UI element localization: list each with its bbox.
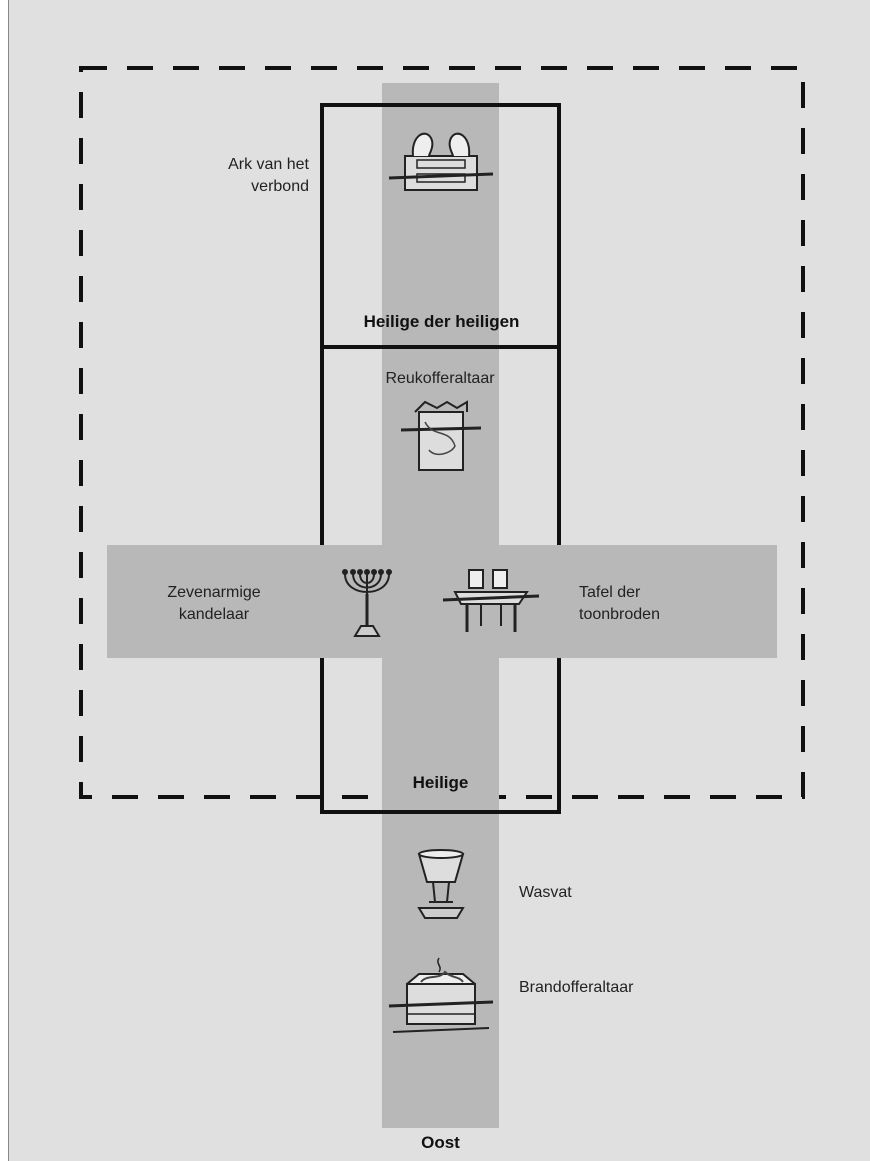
showbread-table-label: Tafel der toonbroden <box>579 584 660 623</box>
holy-place-label: Heilige <box>412 773 469 792</box>
tabernacle-diagram: Ark van het verbond Heilige der heiligen… <box>8 0 870 1161</box>
ark-icon <box>385 118 497 210</box>
menorah-label: Zevenarmige kandelaar <box>167 584 261 623</box>
east-label: Oost <box>421 1133 460 1152</box>
burnt-offering-altar-icon <box>385 956 497 1040</box>
menorah-icon <box>339 564 395 640</box>
horizontal-band <box>107 545 777 658</box>
showbread-table-icon <box>441 566 541 638</box>
holy-of-holies-label: Heilige der heiligen <box>363 312 520 331</box>
laver-icon <box>409 846 473 926</box>
laver-label: Wasvat <box>519 884 572 901</box>
ark-label: Ark van het verbond <box>228 156 309 195</box>
incense-altar-icon <box>395 398 487 480</box>
burnt-offering-altar-label: Brandofferaltaar <box>519 979 634 996</box>
incense-altar-label: Reukofferaltaar <box>385 370 495 387</box>
